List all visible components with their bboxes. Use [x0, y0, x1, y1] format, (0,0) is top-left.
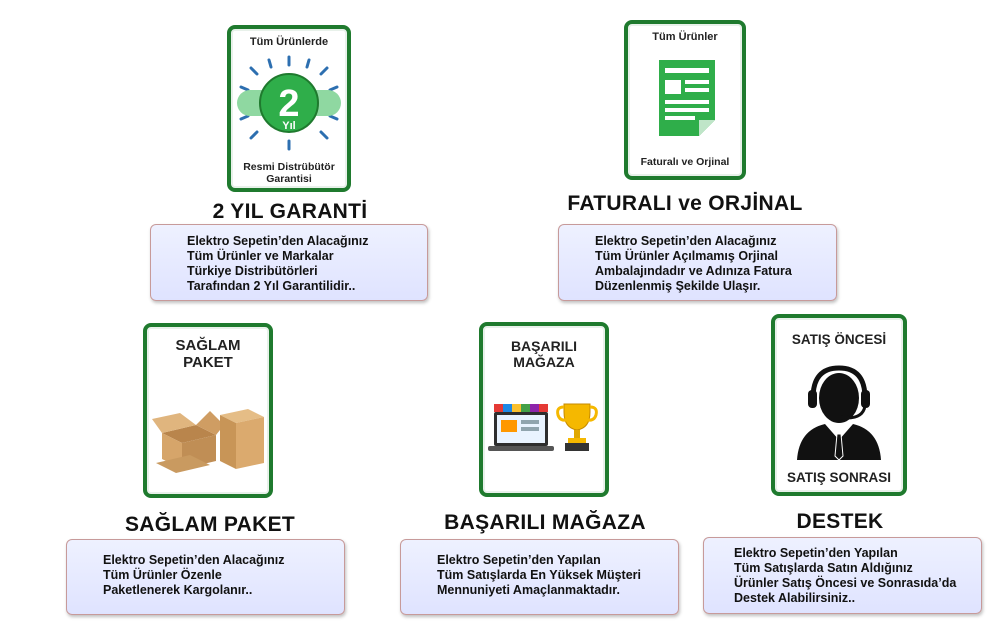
invoice-description: Elektro Sepetin’den Alacağınız Tüm Ürünl…	[558, 224, 837, 301]
support-title: DESTEK	[796, 510, 884, 533]
warranty-unit: Yıl	[282, 120, 295, 132]
warranty-badge-bottom-line-2: Garantisi	[266, 173, 312, 185]
warranty-badge-top: Tüm Ürünlerde	[249, 36, 329, 48]
package-title: SAĞLAM PAKET	[124, 513, 296, 536]
warranty-badge: Tüm Ürünlerde 2 Yıl Resmi Distrübütör Ga…	[227, 25, 351, 192]
warranty-title: 2 YIL GARANTİ	[212, 200, 368, 223]
package-desc-line: Elektro Sepetin’den Alacağınız	[103, 553, 285, 567]
invoice-document-icon	[659, 60, 715, 136]
store-title: BAŞARILI MAĞAZA	[444, 511, 646, 534]
warranty-number: 2	[278, 83, 299, 125]
package-description: Elektro Sepetin’den Alacağınız Tüm Ürünl…	[66, 539, 345, 615]
store-badge-top: BAŞARILI MAĞAZA	[483, 338, 605, 370]
headset-support-agent-icon	[797, 365, 881, 460]
package-badge-top: SAĞLAM PAKET	[147, 337, 269, 371]
invoice-badge-bottom: Faturalı ve Orjinal	[628, 156, 742, 168]
invoice-desc-line: Ambalajındadır ve Adınıza Fatura	[595, 264, 792, 278]
warranty-desc-line: Türkiye Distribütörleri	[187, 264, 318, 278]
store-badge: BAŞARILI MAĞAZA	[479, 322, 609, 497]
support-badge: SATIŞ ÖNCESİ SATIŞ SONRASI	[771, 314, 907, 496]
warranty-2-year-icon: 2 Yıl	[237, 55, 341, 151]
invoice-badge-bottom-line-1: Faturalı ve Orjinal	[640, 156, 730, 168]
package-badge-top-line-2: PAKET	[183, 354, 233, 371]
support-description: Elektro Sepetin’den Yapılan Tüm Satışlar…	[703, 537, 982, 614]
invoice-title: FATURALI ve ORJİNAL	[567, 192, 803, 215]
support-desc-line: Destek Alabilirsiniz..	[734, 591, 856, 605]
store-desc-line: Elektro Sepetin’den Yapılan	[437, 553, 601, 567]
package-desc-line: Tüm Ürünler Özenle	[103, 568, 222, 582]
warranty-desc-line: Tüm Ürünler ve Markalar	[187, 249, 334, 263]
store-description: Elektro Sepetin’den Yapılan Tüm Satışlar…	[400, 539, 679, 615]
support-desc-line: Tüm Satışlarda Satın Aldığınız	[734, 561, 913, 575]
invoice-badge: Tüm Ürünler Faturalı ve Orjinal	[624, 20, 746, 180]
warranty-badge-bottom-line-1: Resmi Distrübütör	[243, 161, 335, 173]
cardboard-box-icon	[152, 409, 264, 473]
store-badge-top-line-2: MAĞAZA	[513, 354, 575, 370]
support-badge-bottom: SATIŞ SONRASI	[775, 470, 903, 485]
support-badge-bottom-line-1: SATIŞ SONRASI	[786, 470, 891, 485]
package-desc-line: Paketlenerek Kargolanır..	[103, 583, 253, 597]
warranty-description: Elektro Sepetin’den Alacağınız Tüm Ürünl…	[150, 224, 428, 301]
package-badge: SAĞLAM PAKET	[143, 323, 273, 498]
store-badge-top-line-1: BAŞARILI	[510, 338, 578, 354]
online-store-trophy-icon	[488, 403, 598, 451]
warranty-desc-line: Tarafından 2 Yıl Garantilidir..	[187, 279, 356, 293]
support-desc-line: Elektro Sepetin’den Yapılan	[734, 546, 898, 560]
support-desc-line: Ürünler Satış Öncesi ve Sonrasıda’da	[734, 576, 957, 590]
invoice-badge-top: Tüm Ürünler	[652, 31, 718, 43]
store-desc-line: Tüm Satışlarda En Yüksek Müşteri	[437, 568, 642, 582]
support-badge-top: SATIŞ ÖNCESİ	[791, 332, 887, 347]
store-desc-line: Mennuniyeti Amaçlanmaktadır.	[437, 583, 620, 597]
warranty-badge-bottom: Resmi Distrübütör Garantisi	[231, 161, 347, 185]
invoice-desc-line: Elektro Sepetin’den Alacağınız	[595, 234, 777, 248]
invoice-desc-line: Tüm Ürünler Açılmamış Orjinal	[595, 249, 778, 263]
package-badge-top-line-1: SAĞLAM	[175, 337, 241, 354]
invoice-desc-line: Düzenlenmiş Şekilde Ulaşır.	[595, 279, 761, 293]
warranty-desc-line: Elektro Sepetin’den Alacağınız	[187, 234, 369, 248]
